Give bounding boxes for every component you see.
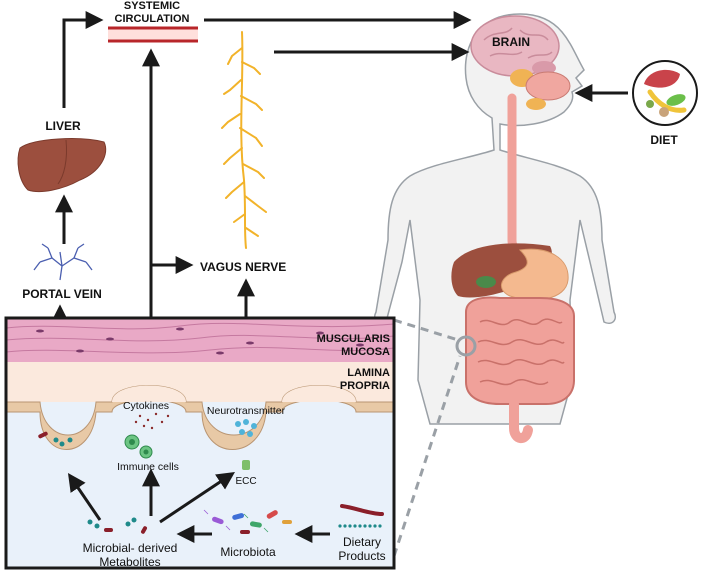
immune-cells-label: Immune cells xyxy=(117,461,179,473)
blood-vessel-icon xyxy=(108,26,198,43)
stomach-icon xyxy=(501,248,569,301)
metabolites-label-line1: Microbial- derived xyxy=(83,541,178,555)
cytokine-dots xyxy=(134,412,170,430)
systemic-label-line1: SYSTEMIC xyxy=(124,0,180,12)
lumen-bacteria-left xyxy=(38,431,73,447)
muscularis-label-line2: MUCOSA xyxy=(341,346,390,358)
gallbladder-icon xyxy=(476,276,496,288)
immune-cells-icon xyxy=(124,434,153,459)
metabolites-icon xyxy=(87,517,147,534)
neurotransmitter-vesicles xyxy=(235,419,257,437)
liver-icon xyxy=(17,138,107,193)
neurotransmitter-label: Neurotransmitter xyxy=(207,405,286,417)
vagus-nerve-label: VAGUS NERVE xyxy=(200,260,286,274)
panel-border xyxy=(4,316,396,570)
cytokines-label: Cytokines xyxy=(123,400,169,412)
oral-cavity-icon xyxy=(510,69,571,110)
lamina-label-line2: PROPRIA xyxy=(340,380,390,392)
zoom-connector-lines xyxy=(392,318,462,557)
vagus-nerve-icon xyxy=(221,31,267,249)
diet-icon xyxy=(632,60,698,126)
zoom-circle xyxy=(455,335,477,357)
intestinal-wall-panel xyxy=(6,318,394,568)
intestine-icon xyxy=(465,296,575,443)
systemic-label-line2: CIRCULATION xyxy=(115,13,190,25)
liver-label: LIVER xyxy=(45,119,81,133)
microbiota-label: Microbiota xyxy=(220,545,276,559)
flow-arrows-panel xyxy=(67,468,330,543)
diet-label: DIET xyxy=(650,133,678,147)
dietary-products-icon xyxy=(338,504,384,528)
dietary-label-line2: Products xyxy=(338,549,385,563)
ecc-cell-icon xyxy=(242,460,250,470)
metabolites-label-line2: Metabolites xyxy=(99,555,160,569)
brain-label: BRAIN xyxy=(492,35,530,49)
lamina-label-line1: LAMINA xyxy=(347,367,390,379)
portal-vein-icon xyxy=(33,243,93,281)
portal-vein-label: PORTAL VEIN xyxy=(22,287,102,301)
ecc-label: ECC xyxy=(235,476,256,487)
muscularis-label-line1: MUSCULARIS xyxy=(317,333,390,345)
microbiota-icon xyxy=(203,509,292,534)
dietary-label-line1: Dietary xyxy=(343,535,381,549)
